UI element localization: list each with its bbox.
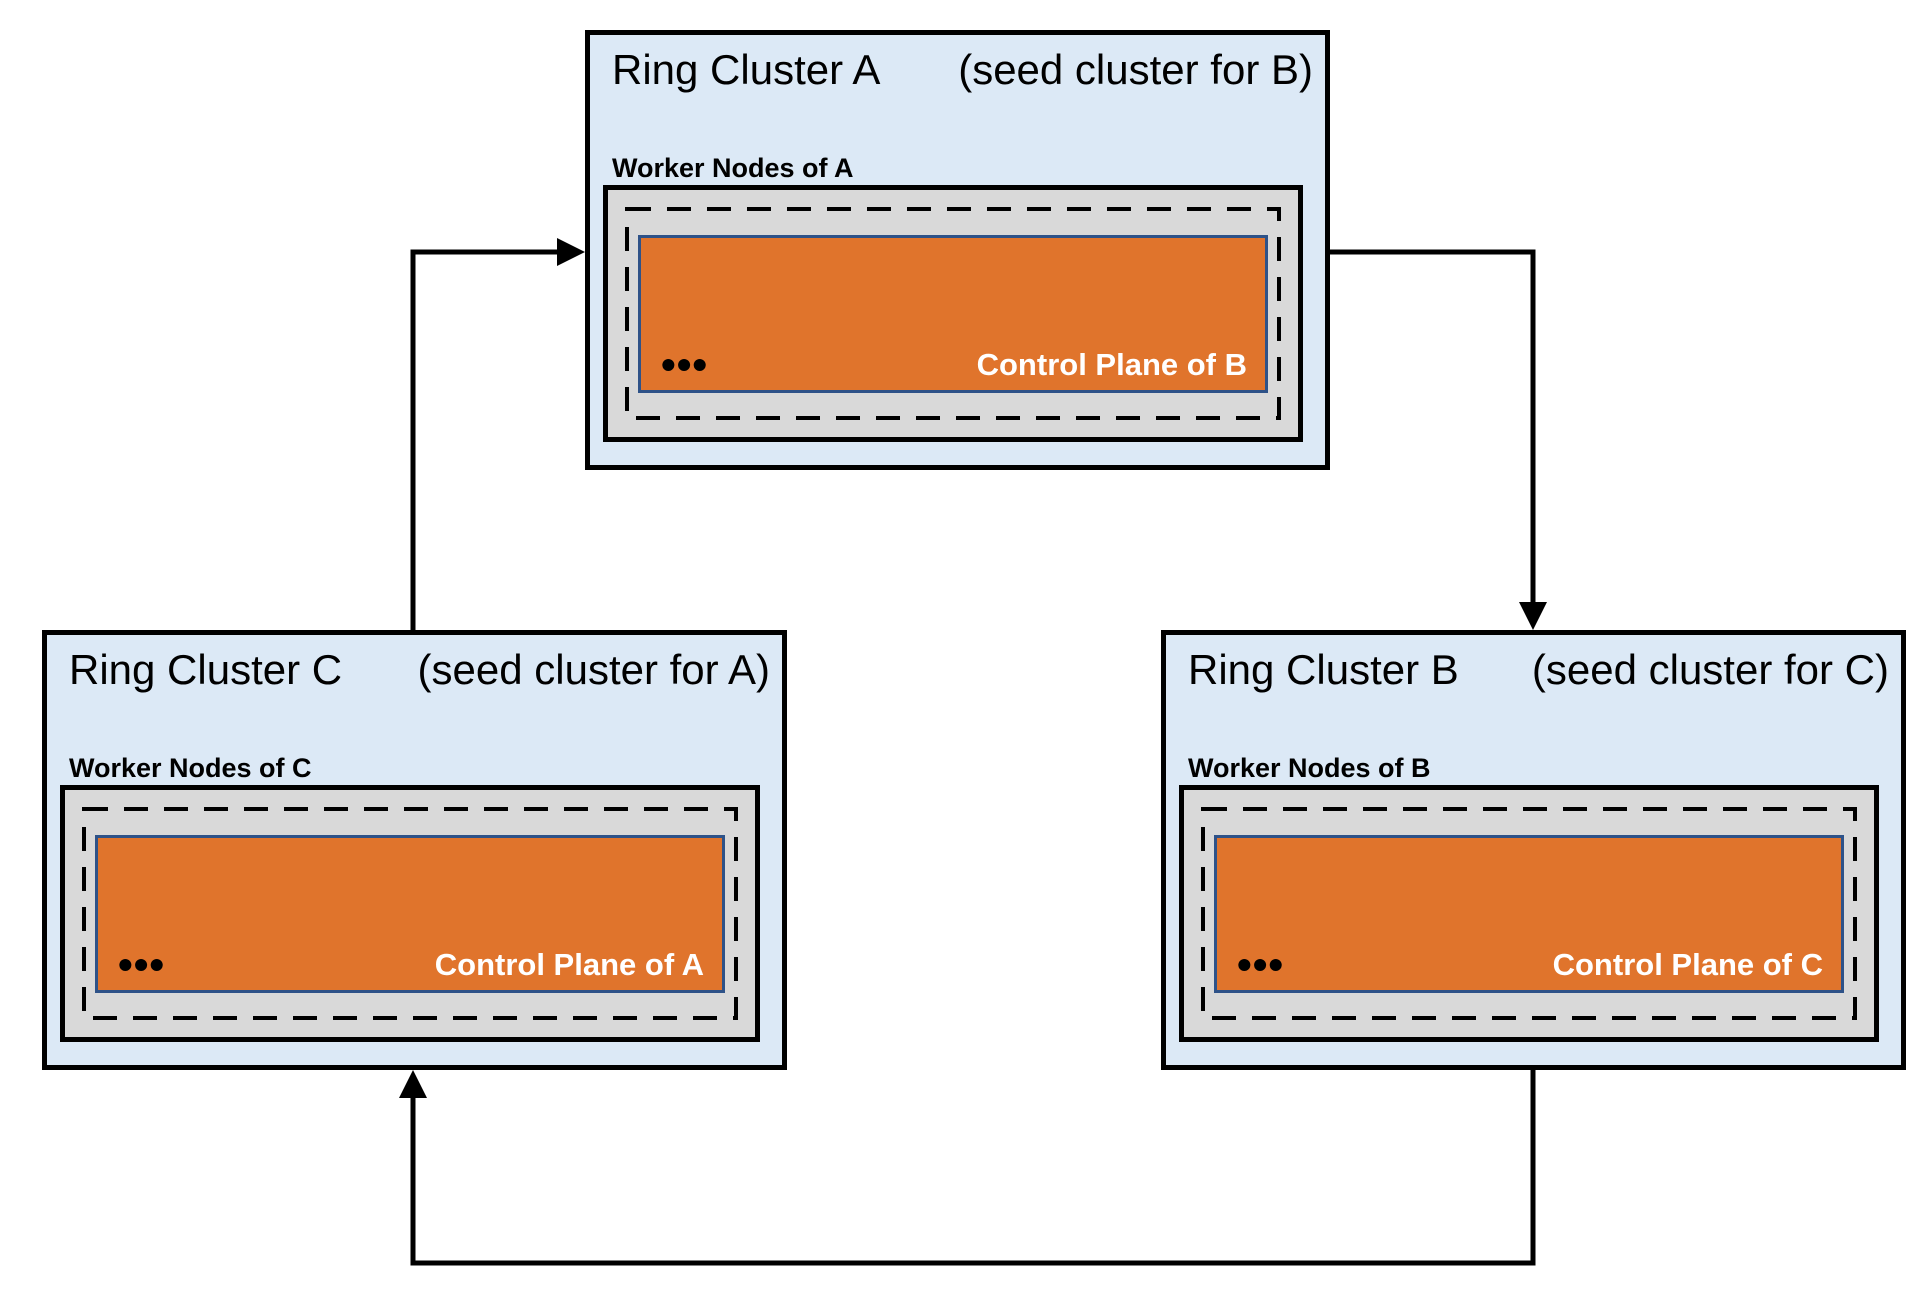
dashed-border-graphic xyxy=(82,807,738,1020)
cluster-b-worker-nodes-box: ••• Control Plane of C xyxy=(1179,785,1879,1042)
dashed-border-graphic xyxy=(625,207,1281,420)
cluster-a-title-row: Ring Cluster A (seed cluster for B) xyxy=(590,35,1325,94)
cluster-a-control-plane-label: Control Plane of B xyxy=(976,346,1247,382)
cluster-c-control-plane-box: ••• Control Plane of A xyxy=(95,835,725,993)
cluster-a-seed-note: (seed cluster for B) xyxy=(958,46,1313,93)
cluster-b-title: Ring Cluster B xyxy=(1188,646,1459,693)
cluster-c-title-row: Ring Cluster C (seed cluster for A) xyxy=(47,635,782,694)
cluster-b: Ring Cluster B (seed cluster for C) Work… xyxy=(1161,630,1906,1070)
cluster-b-control-plane-label: Control Plane of C xyxy=(1552,946,1823,982)
cluster-c: Ring Cluster C (seed cluster for A) Work… xyxy=(42,630,787,1070)
cluster-c-worker-nodes-box: ••• Control Plane of A xyxy=(60,785,760,1042)
ellipsis-dots: ••• xyxy=(661,341,709,389)
arrow-a-to-b xyxy=(1330,249,1547,630)
cluster-c-control-plane-label: Control Plane of A xyxy=(434,946,704,982)
cluster-a-title: Ring Cluster A xyxy=(612,46,881,93)
cluster-b-control-plane-box: ••• Control Plane of C xyxy=(1214,835,1844,993)
arrow-b-to-c xyxy=(399,1070,1536,1266)
arrow-c-to-a xyxy=(410,238,585,630)
cluster-a-dashed-boundary: ••• Control Plane of B xyxy=(625,207,1281,420)
cluster-c-title: Ring Cluster C xyxy=(69,646,343,693)
cluster-b-worker-nodes-label: Worker Nodes of B xyxy=(1188,753,1431,783)
ellipsis-dots: ••• xyxy=(1237,941,1285,989)
cluster-a-worker-nodes-box: ••• Control Plane of B xyxy=(603,185,1303,442)
cluster-c-seed-note: (seed cluster for A) xyxy=(417,646,770,693)
cluster-b-seed-note: (seed cluster for C) xyxy=(1531,646,1889,693)
cluster-c-worker-nodes-label: Worker Nodes of C xyxy=(69,753,312,783)
cluster-b-title-row: Ring Cluster B (seed cluster for C) xyxy=(1166,635,1901,694)
dashed-border-graphic xyxy=(1201,807,1857,1020)
cluster-c-dashed-boundary: ••• Control Plane of A xyxy=(82,807,738,1020)
ellipsis-dots: ••• xyxy=(118,941,166,989)
cluster-a: Ring Cluster A (seed cluster for B) Work… xyxy=(585,30,1330,470)
cluster-b-dashed-boundary: ••• Control Plane of C xyxy=(1201,807,1857,1020)
cluster-a-control-plane-box: ••• Control Plane of B xyxy=(638,235,1268,393)
cluster-a-worker-nodes-label: Worker Nodes of A xyxy=(612,153,854,183)
